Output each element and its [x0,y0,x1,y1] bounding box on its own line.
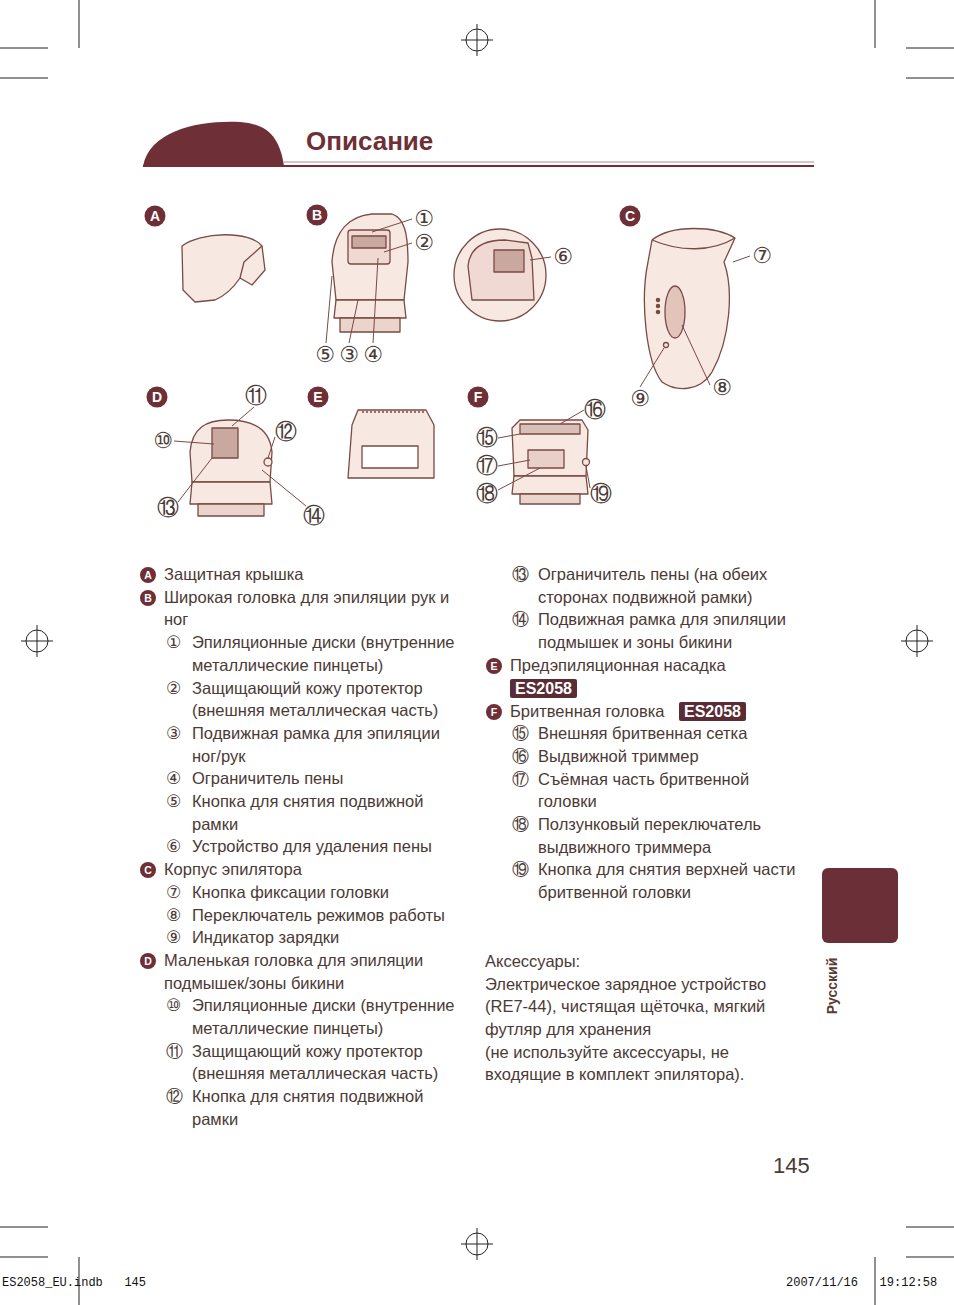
item-text: Эпиляционные диски (внутренние металличе… [192,631,470,676]
item-number: ⑤ [166,790,181,813]
item-number: ⑱ [512,813,529,836]
callout-number: ④ [363,343,383,367]
callout-number: ⑬ [157,496,179,520]
accessories-note: (не используйте аксессуары, не входящие … [485,1041,785,1086]
callout-number: ⑩ [153,429,173,453]
callout-number: ⑨ [630,387,650,411]
accessories-text: Электрическое зарядное устройство (RE7-4… [485,973,785,1041]
item-number: ⑲ [512,858,529,881]
callout-number: ③ [339,343,359,367]
item-text: Предэпиляционная насадка [510,654,810,677]
part-letter: F [468,387,489,408]
callout-number: ⑦ [752,244,772,268]
part-letter: B [307,205,328,226]
item-number: ⑮ [512,722,529,745]
item-number: ⑪ [166,1040,183,1063]
item-text: Кнопка фиксации головки [192,881,470,904]
item-number: ⑦ [166,881,181,904]
section-letter: D [140,953,156,969]
item-number: ③ [166,722,181,745]
callout-number: ⑭ [303,504,325,528]
item-text: Подвижная рамка для эпиляции ног/рук [192,722,470,767]
model-badge: ES2058 [510,679,577,698]
item-number: ② [166,677,181,700]
item-text: Подвижная рамка для эпиляции подмышек и … [538,608,810,653]
item-number: ⑩ [166,994,181,1017]
item-number: ⑨ [166,926,181,949]
item-text: Широкая головка для эпиляции рук и ног [164,586,470,631]
item-number: ① [166,631,181,654]
item-text: Защищающий кожу протектор (внешняя метал… [192,677,470,722]
item-number: ④ [166,767,181,790]
item-text: Кнопка для снятия подвижной рамки [192,790,470,835]
model-badge: ES2058 [679,702,746,721]
item-text: Эпиляционные диски (внутренние металличе… [192,994,470,1039]
callout-number: ⑯ [584,398,606,422]
footer-file: ES2058_EU.indb 145 [2,1276,146,1290]
part-letter: D [147,387,168,408]
item-number: ⑫ [166,1085,183,1108]
section-letter: E [486,658,502,674]
callout-number: ⑥ [553,245,573,269]
item-text: Ограничитель пены (на обеих сторонах под… [538,563,810,608]
callout-number: ⑱ [476,482,498,506]
part-letter: E [308,387,329,408]
item-number: ⑥ [166,835,181,858]
section-letter: C [140,862,156,878]
callout-number: ⑮ [476,426,498,450]
item-text: Кнопка для снятия верхней части бритвенн… [538,858,810,903]
item-text: Маленькая головка для эпиляции подмышек/… [164,949,470,994]
item-text: Съёмная часть бритвенной головки [538,768,810,813]
item-number: ⑯ [512,745,529,768]
item-number: ⑧ [166,904,181,927]
part-letter: C [620,206,641,227]
item-text: Внешняя бритвенная сетка [538,722,810,745]
model-code: ES2058 [515,680,572,697]
callout-number: ⑤ [315,343,335,367]
item-text: Корпус эпилятора [164,858,470,881]
callout-number: ⑧ [712,376,732,400]
callout-number: ② [414,231,434,255]
item-text: Ограничитель пены [192,767,470,790]
section-letter: A [140,567,156,583]
section-letter: B [140,590,156,606]
item-text: Переключатель режимов работы [192,904,470,927]
item-text: Бритвенная головка [510,700,675,723]
page-title: Описание [306,126,433,157]
item-text: Кнопка для снятия подвижной рамки [192,1085,470,1130]
item-text: Индикатор зарядки [192,926,470,949]
item-text: Защитная крышка [164,563,470,586]
callout-number: ⑫ [275,420,297,444]
item-number: ⑬ [512,563,529,586]
item-number: ⑰ [512,768,529,791]
model-code: ES2058 [684,703,741,720]
item-text: Защищающий кожу протектор (внешняя метал… [192,1040,470,1085]
item-text: Устройство для удаления пены [192,835,470,858]
item-number: ⑭ [512,608,529,631]
callout-number: ① [414,207,434,231]
part-letter: A [145,206,166,227]
accessories-heading: Аксессуары: [485,950,580,973]
item-text: Выдвижной триммер [538,745,810,768]
callout-number: ⑲ [590,482,612,506]
page-number: 145 [773,1153,810,1179]
callout-number: ⑪ [245,384,267,408]
item-text: Ползунковый переключатель выдвижного три… [538,813,810,858]
footer-date: 2007/11/16 19:12:58 [786,1276,937,1290]
language-tab-label: Русский [824,958,840,1015]
callout-number: ⑰ [476,454,498,478]
section-letter: F [486,704,502,720]
